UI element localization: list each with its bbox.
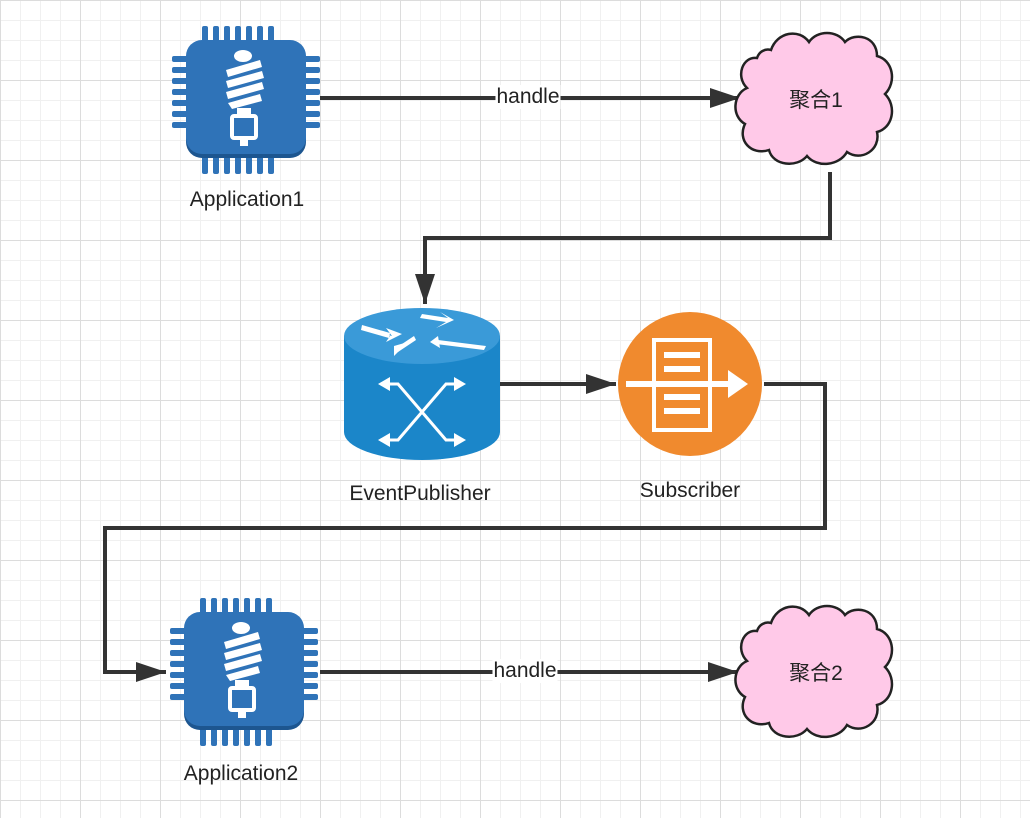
application1-label: Application1: [189, 188, 305, 211]
subscriber-label: Subscriber: [639, 479, 741, 502]
event-publisher-label: EventPublisher: [349, 482, 491, 505]
aggregate1-label: 聚合1: [789, 89, 843, 112]
edge-label-handle-1: handle: [495, 85, 561, 109]
subscriber-icon: [618, 312, 762, 456]
chip-lightbulb-icon: [170, 24, 322, 176]
edge-label-handle-2: handle: [492, 659, 558, 683]
edge-agg1-to-publisher: [415, 172, 832, 304]
event-publisher-node[interactable]: [344, 308, 500, 460]
application2-label: Application2: [183, 762, 299, 785]
chip-lightbulb-icon: [168, 596, 320, 748]
application1-node[interactable]: [170, 24, 322, 176]
edge-subscriber-to-app2: [103, 382, 827, 682]
router-icon: [344, 308, 500, 460]
subscriber-node[interactable]: [618, 312, 762, 456]
aggregate2-label: 聚合2: [789, 662, 843, 685]
application2-node[interactable]: [168, 596, 320, 748]
